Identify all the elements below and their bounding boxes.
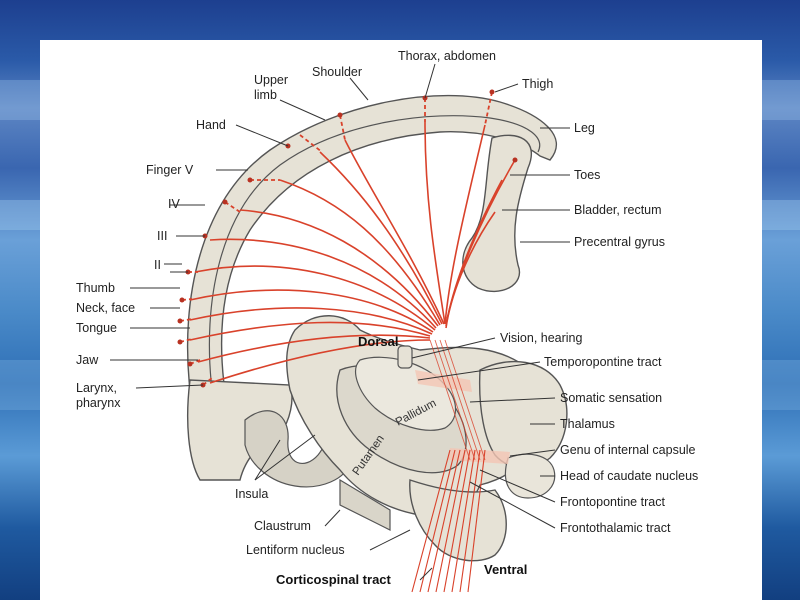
brainstem-block [409, 479, 507, 562]
label-thalamus: Thalamus [560, 417, 615, 431]
thalamus-shape [478, 360, 568, 469]
capsule-fibers [429, 339, 486, 461]
label-leg: Leg [574, 121, 595, 135]
label-dorsal: Dorsal [358, 334, 398, 349]
label-larynx-line1: Larynx, [76, 381, 117, 395]
label-precentral-gyrus: Precentral gyrus [574, 235, 665, 249]
label-upper-limb: Upper limb [254, 73, 292, 102]
label-head-caudate-nucleus: Head of caudate nucleus [560, 469, 698, 483]
label-larynx-line2: pharynx [76, 396, 121, 410]
label-thorax-abdomen: Thorax, abdomen [398, 49, 496, 63]
label-bladder-rectum: Bladder, rectum [574, 203, 662, 217]
temporal-block [187, 379, 293, 481]
label-neck-face: Neck, face [76, 301, 135, 315]
label-upper-limb-line1: Upper [254, 73, 288, 87]
precentral-gyrus-right [462, 134, 533, 293]
label-jaw: Jaw [76, 353, 99, 367]
label-toes: Toes [574, 168, 600, 182]
corticospinal-bundle [411, 449, 486, 593]
peg [397, 345, 413, 369]
caudate-head-shape [504, 453, 556, 499]
label-vision-hearing: Vision, hearing [500, 331, 583, 345]
gyrus-inner-line [208, 115, 541, 391]
label-temporopontine-tract: Temporopontine tract [544, 355, 662, 369]
label-finger-v: Finger V [146, 163, 194, 177]
label-ventral: Ventral [484, 562, 527, 577]
label-corticospinal-tract: Corticospinal tract [276, 572, 392, 587]
label-genu-internal-capsule: Genu of internal capsule [560, 443, 696, 457]
label-claustrum: Claustrum [254, 519, 311, 533]
label-frontopontine-tract: Frontopontine tract [560, 495, 665, 509]
label-upper-limb-line2: limb [254, 88, 277, 102]
label-thigh: Thigh [522, 77, 553, 91]
label-somatic-sensation: Somatic sensation [560, 391, 662, 405]
precentral-gyrus-band [186, 94, 557, 393]
label-iv: IV [168, 197, 180, 211]
label-lentiform-nucleus: Lentiform nucleus [246, 543, 345, 557]
cortical-fibers [189, 121, 516, 384]
label-tongue: Tongue [76, 321, 117, 335]
diagram-panel: Upper limb Shoulder Hand Finger V IV III… [40, 40, 762, 600]
leader-lines [110, 63, 570, 581]
label-thumb: Thumb [76, 281, 115, 295]
label-hand: Hand [196, 118, 226, 132]
lower-block [339, 478, 391, 531]
label-ii: II [154, 258, 161, 272]
label-iii: III [157, 229, 167, 243]
label-larynx-pharynx: Larynx, pharynx [76, 381, 121, 410]
label-frontothalamic-tract: Frontothalamic tract [560, 521, 671, 535]
label-insula: Insula [235, 487, 268, 501]
brain-diagram: Upper limb Shoulder Hand Finger V IV III… [76, 49, 698, 593]
label-shoulder: Shoulder [312, 65, 362, 79]
